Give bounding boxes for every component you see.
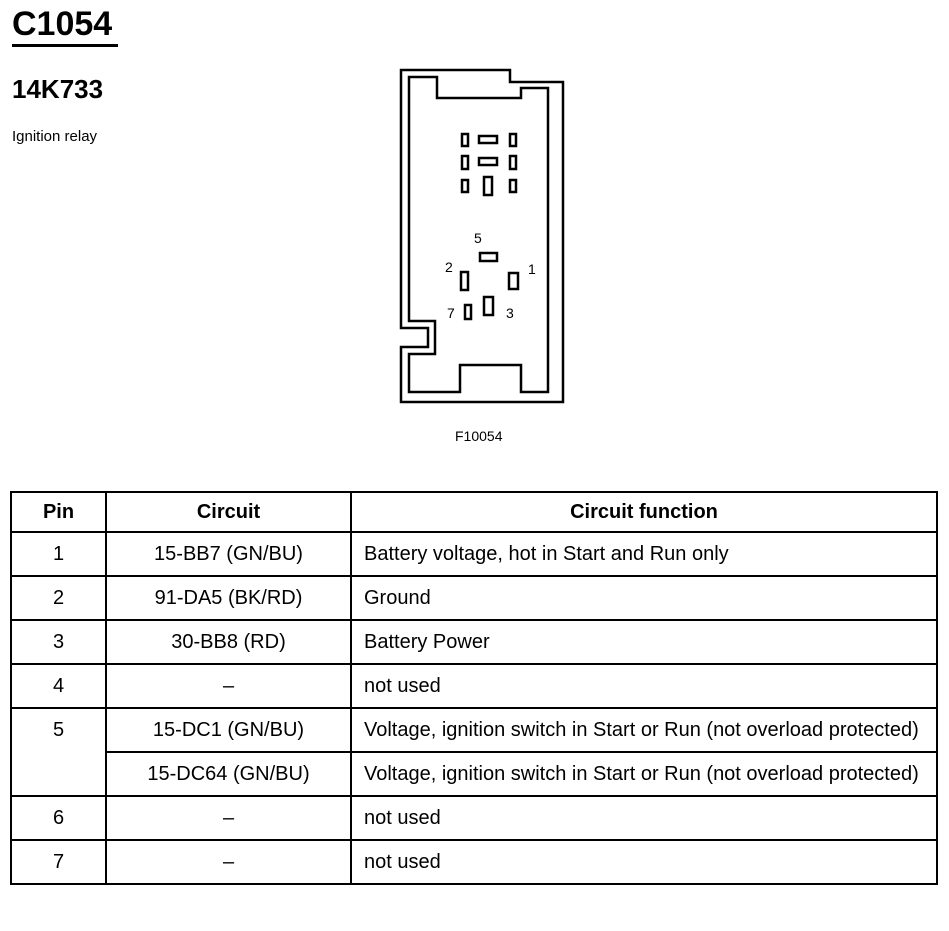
connector-id: C1054 (12, 5, 113, 43)
circuit-cell: – (105, 795, 352, 841)
cavity (508, 154, 518, 171)
cavity (477, 134, 499, 145)
header-circuit: Circuit (105, 491, 352, 533)
circuit-cell: 15-DC1 (GN/BU) (105, 707, 352, 753)
function-cell: not used (350, 663, 938, 709)
part-number: 14K733 (12, 74, 104, 104)
function-cell: Ground (350, 575, 938, 621)
function-cell: Voltage, ignition switch in Start or Run… (350, 751, 938, 797)
pin-cell: 6 (10, 795, 107, 841)
function-cell: Voltage, ignition switch in Start or Run… (350, 707, 938, 753)
figure-id: F10054 (455, 428, 503, 444)
connector-face-diagram: 5 2 1 7 3 (399, 68, 565, 404)
housing-outline (399, 68, 565, 404)
cavity-pin-2 (459, 270, 470, 292)
circuit-cell: 15-DC64 (GN/BU) (105, 751, 352, 797)
cavity (482, 175, 494, 197)
cavity (460, 178, 470, 194)
cavity-pin-7 (463, 303, 473, 321)
table-row: 2 91-DA5 (BK/RD) Ground (10, 575, 938, 621)
table-row: 15-DC64 (GN/BU) Voltage, ignition switch… (11, 751, 938, 797)
function-cell: Battery voltage, hot in Start and Run on… (350, 531, 938, 577)
housing-inner (407, 75, 550, 394)
table-row: 3 30-BB8 (RD) Battery Power (10, 619, 938, 665)
circuit-cell: 30-BB8 (RD) (105, 619, 352, 665)
function-cell: not used (350, 795, 938, 841)
circuit-cell: – (105, 839, 352, 885)
cavity-pin-5 (478, 251, 499, 263)
pin-label-1: 1 (528, 261, 536, 277)
cavity (460, 154, 470, 171)
cavity-pin-1 (507, 271, 520, 291)
table-row: 6 – not used (10, 795, 938, 841)
pin-label-7: 7 (447, 305, 455, 321)
pin-label-5: 5 (474, 230, 482, 246)
circuit-cell: 15-BB7 (GN/BU) (105, 531, 352, 577)
table-row: 7 – not used (10, 839, 938, 885)
table-row: 5 15-DC1 (GN/BU) Voltage, ignition switc… (10, 707, 938, 797)
cavity (460, 132, 470, 148)
table-row: 4 – not used (10, 663, 938, 709)
pin-cell: 5 (10, 707, 107, 797)
cavity (508, 178, 518, 194)
function-cell: not used (350, 839, 938, 885)
pin-cell: 4 (10, 663, 107, 709)
circuit-cell: 91-DA5 (BK/RD) (105, 575, 352, 621)
pin-table: Pin Circuit Circuit function 1 15-BB7 (G… (10, 491, 938, 885)
cavity-pin-3 (482, 295, 495, 317)
header-pin: Pin (10, 491, 107, 533)
circuit-cell: – (105, 663, 352, 709)
table-row: 1 15-BB7 (GN/BU) Battery voltage, hot in… (10, 531, 938, 577)
header-function: Circuit function (350, 491, 938, 533)
pin-cell: 7 (10, 839, 107, 885)
table-header-row: Pin Circuit Circuit function (10, 491, 938, 533)
pin-cell: 3 (10, 619, 107, 665)
pin-cell: 2 (10, 575, 107, 621)
connector-description: Ignition relay (12, 128, 98, 145)
pin-cell: 1 (10, 531, 107, 577)
cavity (477, 156, 499, 167)
pin-label-3: 3 (506, 305, 514, 321)
cavity (508, 132, 518, 148)
title-underline (12, 44, 118, 47)
function-cell: Battery Power (350, 619, 938, 665)
pin-label-2: 2 (445, 259, 453, 275)
